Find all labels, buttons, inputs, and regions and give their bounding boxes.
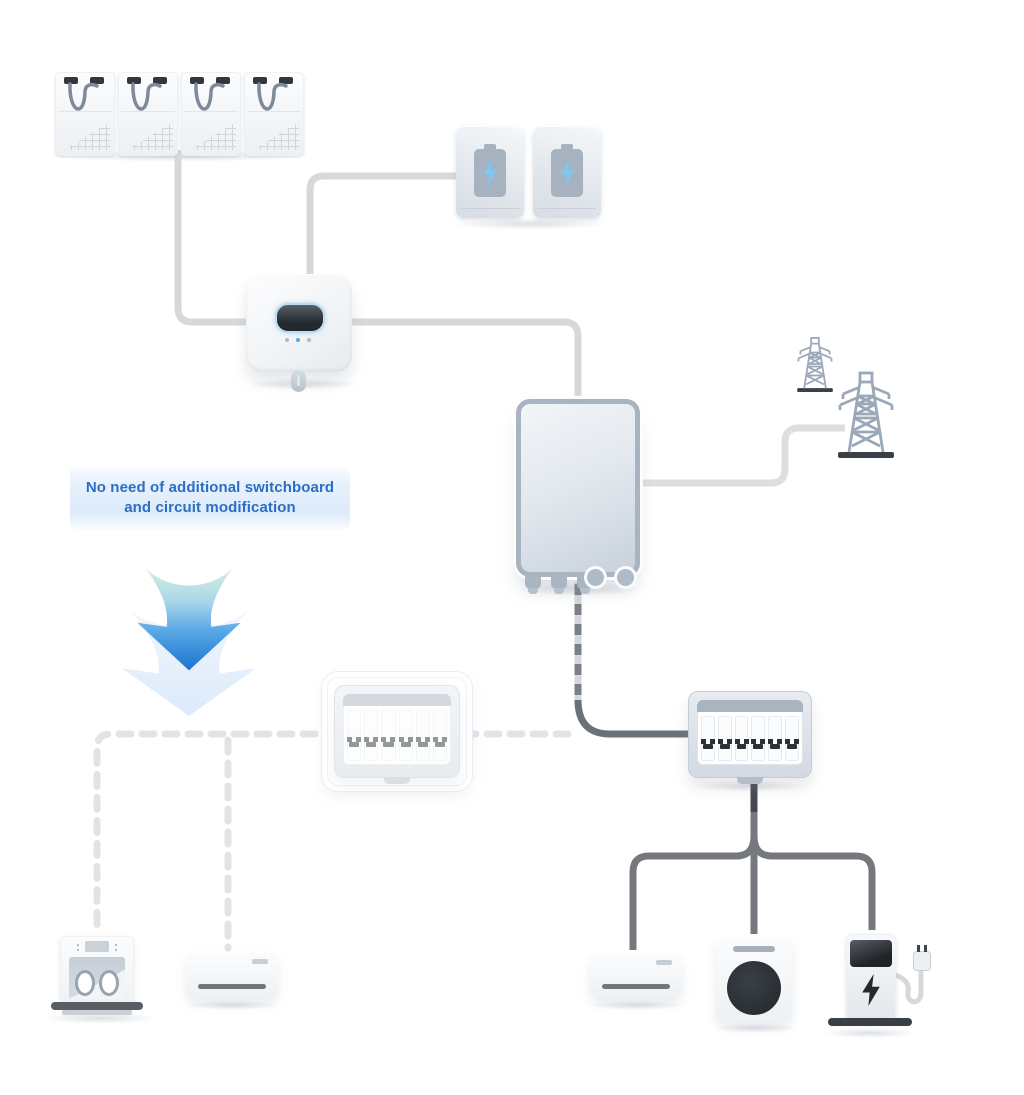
breaker-row bbox=[700, 716, 799, 761]
grid-tower-icon bbox=[838, 371, 894, 458]
switchboard-panel bbox=[697, 700, 803, 765]
annotation-line-2: and circuit modification bbox=[124, 499, 296, 516]
cable-gland bbox=[525, 575, 541, 594]
pv-connector bbox=[90, 77, 104, 84]
arrow-front-layer bbox=[137, 568, 241, 671]
solar-panel-icon bbox=[181, 72, 241, 156]
battery-to-inverter-line bbox=[306, 172, 462, 278]
switchboard-to-ev-line bbox=[750, 835, 876, 930]
inverter-to-backup-box-line bbox=[350, 318, 582, 400]
pv-grid-pattern bbox=[253, 122, 299, 150]
backup-box-face bbox=[516, 399, 640, 577]
dishwasher-leds bbox=[115, 944, 117, 946]
pv-grid-pattern bbox=[127, 122, 173, 150]
switchboard-icon bbox=[688, 691, 812, 784]
pv-grid-pattern bbox=[64, 122, 110, 150]
washing-machine-icon bbox=[716, 937, 792, 1021]
solar-panel-icon bbox=[55, 72, 115, 156]
ac-vent bbox=[198, 984, 266, 989]
washer-door bbox=[727, 961, 781, 1015]
pv-to-inverter-line bbox=[174, 150, 252, 326]
switchboard-panel bbox=[343, 694, 451, 765]
plate-icon bbox=[99, 970, 119, 996]
ac-indicator bbox=[656, 960, 672, 965]
solar-panel-icon bbox=[244, 72, 304, 156]
pv-connector bbox=[253, 77, 267, 84]
pv-connector bbox=[64, 77, 78, 84]
pv-cable bbox=[257, 82, 288, 111]
battery-icon bbox=[456, 126, 524, 218]
air-conditioner-icon bbox=[186, 952, 278, 998]
washer-shadow bbox=[712, 1023, 798, 1033]
ac-indicator bbox=[252, 959, 268, 964]
dishwasher-shadow bbox=[42, 1012, 158, 1024]
pv-connector bbox=[190, 77, 204, 84]
pv-grid-pattern bbox=[190, 122, 236, 150]
lightning-icon bbox=[862, 974, 880, 1006]
ev-cable bbox=[890, 965, 924, 1005]
ac-left-shadow bbox=[186, 1000, 280, 1010]
existing-switchboard-ghost bbox=[322, 672, 472, 791]
air-conditioner-icon bbox=[590, 953, 682, 998]
switchboard-top-bar bbox=[343, 694, 451, 706]
switchboard-top-bar bbox=[697, 700, 803, 712]
ev-charger-base bbox=[828, 1018, 912, 1026]
grid-tower-icon bbox=[797, 337, 833, 392]
pv-connector bbox=[216, 77, 230, 84]
down-line-to-switchboard bbox=[574, 699, 690, 738]
plate-icon bbox=[75, 970, 95, 996]
knob bbox=[617, 569, 634, 586]
switchboard-to-ac-right-line bbox=[629, 835, 758, 950]
pv-cable bbox=[68, 82, 99, 111]
switchboard-shadow bbox=[692, 780, 806, 792]
dishwasher-display bbox=[85, 941, 109, 952]
pv-connector bbox=[279, 77, 293, 84]
plug-icon bbox=[913, 945, 931, 971]
switchboard-tab bbox=[737, 777, 763, 784]
pv-cable bbox=[194, 82, 225, 111]
dishwasher-base bbox=[51, 1002, 143, 1010]
ev-shadow bbox=[822, 1028, 918, 1038]
cable-gland bbox=[551, 575, 567, 594]
switchboard-icon bbox=[334, 685, 460, 784]
dishwasher-leds bbox=[77, 944, 79, 946]
inverter-display bbox=[275, 303, 325, 333]
ac-vent bbox=[602, 984, 670, 989]
annotation-band: No need of additional switchboard and ci… bbox=[70, 466, 350, 530]
solar-array bbox=[55, 72, 307, 156]
ev-charger-screen bbox=[850, 940, 892, 967]
solar-panel-icon bbox=[118, 72, 178, 156]
battery-nub bbox=[484, 144, 496, 150]
ac-right-shadow bbox=[590, 1000, 684, 1010]
inverter-icon bbox=[246, 274, 352, 392]
dishwasher-icon bbox=[60, 936, 134, 1010]
washer-detergent-tray bbox=[733, 946, 775, 952]
annotation-line-1: No need of additional switchboard bbox=[85, 479, 335, 496]
knob bbox=[587, 569, 604, 586]
battery-icon bbox=[533, 126, 601, 218]
ev-charger-icon bbox=[846, 934, 896, 1022]
down-arrow-icon bbox=[122, 568, 256, 716]
breaker-row bbox=[347, 710, 448, 761]
battery-nub bbox=[561, 144, 573, 150]
pv-connector bbox=[127, 77, 141, 84]
pv-cable bbox=[131, 82, 162, 111]
inverter-status-leds bbox=[285, 338, 311, 342]
pv-connector bbox=[153, 77, 167, 84]
switchboard-tab bbox=[384, 777, 410, 784]
dashed-line-to-existing-circuits bbox=[93, 730, 572, 934]
backup-box-to-grid-line bbox=[640, 424, 845, 487]
backup-box-icon bbox=[513, 396, 643, 594]
dishwasher-pedestal bbox=[62, 1010, 132, 1015]
battery-shadow bbox=[452, 218, 608, 230]
inverter-dongle bbox=[291, 370, 306, 392]
